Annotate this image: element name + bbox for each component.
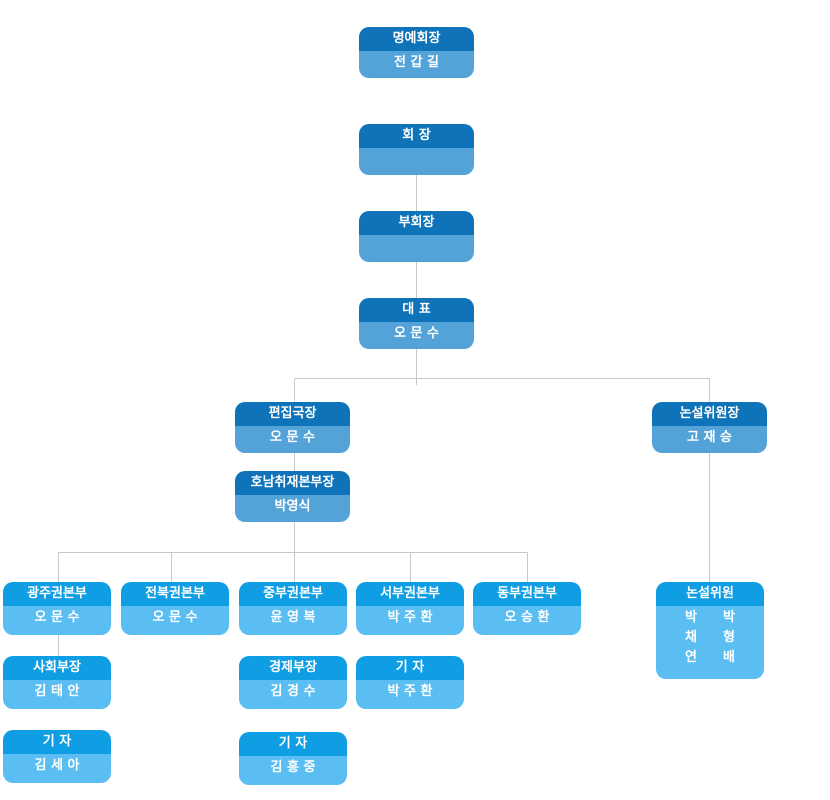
reporter-central-box: 기 자 김 홍 중 <box>239 732 347 785</box>
honorary-chair-title: 명예회장 <box>359 27 474 51</box>
eastern-hq-name-area: 오 승 환 <box>473 606 581 635</box>
reporter-gwangju-name-area: 김 세 아 <box>3 754 111 783</box>
economy-director-box: 경제부장 김 경 수 <box>239 656 347 709</box>
central-hq-name-area: 윤 영 복 <box>239 606 347 635</box>
western-hq-box: 서부권본부 박 주 환 <box>356 582 464 635</box>
eastern-hq-title: 동부권본부 <box>473 582 581 606</box>
ceo-box: 대 표 오 문 수 <box>359 298 474 349</box>
social-director-name: 김 태 안 <box>34 684 80 699</box>
ceo-name-area: 오 문 수 <box>359 322 474 349</box>
western-hq-name: 박 주 환 <box>387 610 433 625</box>
gwangju-hq-box: 광주권본부 오 문 수 <box>3 582 111 635</box>
honorary-chair-name-area: 전 갑 길 <box>359 51 474 78</box>
ceo-name: 오 문 수 <box>394 326 439 341</box>
reporter-west-name: 박 주 환 <box>387 684 433 699</box>
eastern-hq-name: 오 승 환 <box>504 610 550 625</box>
honam-bureau-box: 호남취재본부장 박영식 <box>235 471 350 522</box>
honorary-chair-box: 명예회장 전 갑 길 <box>359 27 474 78</box>
reporter-gwangju-box: 기 자 김 세 아 <box>3 730 111 783</box>
social-director-name-area: 김 태 안 <box>3 680 111 709</box>
editorial-chair-title: 논설위원장 <box>652 402 767 426</box>
ceo-title: 대 표 <box>359 298 474 322</box>
editorial-chair-name-area: 고 재 승 <box>652 426 767 453</box>
gwangju-hq-name: 오 문 수 <box>34 610 80 625</box>
central-hq-box: 중부권본부 윤 영 복 <box>239 582 347 635</box>
vice-chairman-title: 부회장 <box>359 211 474 235</box>
honam-bureau-title: 호남취재본부장 <box>235 471 350 495</box>
editorial-writers-box: 논설위원 박 박 채 형 연 배 <box>656 582 764 679</box>
honorary-chair-name: 전 갑 길 <box>394 55 439 70</box>
chief-editor-name-area: 오 문 수 <box>235 426 350 453</box>
jeonbuk-hq-name-area: 오 문 수 <box>121 606 229 635</box>
chairman-name-area <box>359 148 474 175</box>
economy-director-name: 김 경 수 <box>270 684 316 699</box>
reporter-central-name-area: 김 홍 중 <box>239 756 347 785</box>
reporter-gwangju-title: 기 자 <box>3 730 111 754</box>
central-hq-name: 윤 영 복 <box>270 610 316 625</box>
vice-chairman-box: 부회장 <box>359 211 474 262</box>
social-director-title: 사회부장 <box>3 656 111 680</box>
western-hq-title: 서부권본부 <box>356 582 464 606</box>
editorial-writers-title: 논설위원 <box>656 582 764 606</box>
editorial-writer-name: 연 배 <box>685 650 735 665</box>
editorial-writer-name: 박 박 <box>685 610 735 625</box>
chief-editor-box: 편집국장 오 문 수 <box>235 402 350 453</box>
chairman-box: 회 장 <box>359 124 474 175</box>
eastern-hq-box: 동부권본부 오 승 환 <box>473 582 581 635</box>
reporter-west-title: 기 자 <box>356 656 464 680</box>
editorial-writers-name-area: 박 박 채 형 연 배 <box>656 606 764 679</box>
editorial-chair-name: 고 재 승 <box>687 430 732 445</box>
chief-editor-title: 편집국장 <box>235 402 350 426</box>
chief-editor-name: 오 문 수 <box>270 430 315 445</box>
gwangju-hq-name-area: 오 문 수 <box>3 606 111 635</box>
jeonbuk-hq-title: 전북권본부 <box>121 582 229 606</box>
honam-bureau-name: 박영식 <box>274 499 311 514</box>
reporter-west-name-area: 박 주 환 <box>356 680 464 709</box>
jeonbuk-hq-box: 전북권본부 오 문 수 <box>121 582 229 635</box>
reporter-west-box: 기 자 박 주 환 <box>356 656 464 709</box>
economy-director-title: 경제부장 <box>239 656 347 680</box>
vice-chairman-name-area <box>359 235 474 262</box>
reporter-gwangju-name: 김 세 아 <box>34 758 80 773</box>
editorial-chair-box: 논설위원장 고 재 승 <box>652 402 767 453</box>
jeonbuk-hq-name: 오 문 수 <box>152 610 198 625</box>
social-director-box: 사회부장 김 태 안 <box>3 656 111 709</box>
honam-bureau-name-area: 박영식 <box>235 495 350 522</box>
gwangju-hq-title: 광주권본부 <box>3 582 111 606</box>
chairman-title: 회 장 <box>359 124 474 148</box>
western-hq-name-area: 박 주 환 <box>356 606 464 635</box>
reporter-central-title: 기 자 <box>239 732 347 756</box>
reporter-central-name: 김 홍 중 <box>270 760 316 775</box>
editorial-writer-name: 채 형 <box>685 630 735 645</box>
central-hq-title: 중부권본부 <box>239 582 347 606</box>
economy-director-name-area: 김 경 수 <box>239 680 347 709</box>
